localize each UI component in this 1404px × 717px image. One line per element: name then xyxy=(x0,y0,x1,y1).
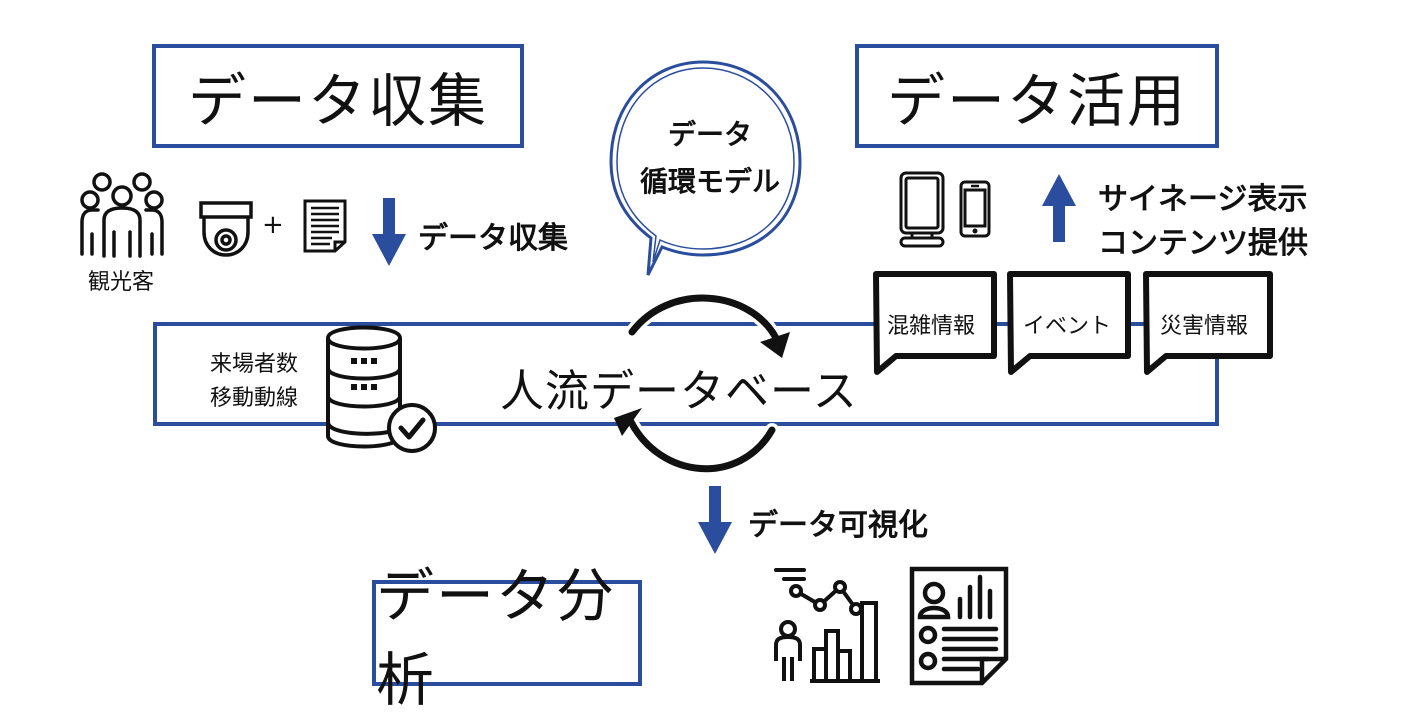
content-provision-label: コンテンツ提供 xyxy=(1098,226,1308,261)
data-collection-arrow-label: データ収集 xyxy=(418,221,568,256)
smartphone-icon xyxy=(959,180,991,238)
title-box-data-utilization: データ活用 xyxy=(855,44,1219,148)
data-visualization-arrow-label: データ可視化 xyxy=(748,508,928,543)
info-bubble-disaster-shape xyxy=(1143,271,1273,375)
analytics-chart-icon xyxy=(774,568,880,683)
info-bubble-event-shape xyxy=(1007,271,1131,375)
info-bubble-event-label: イベント xyxy=(1023,314,1112,339)
cycle-arrows-icon xyxy=(614,291,790,476)
arrow-down-icon xyxy=(372,198,406,266)
people-group-icon xyxy=(80,172,164,258)
movement-path-label: 移動動線 xyxy=(210,386,299,411)
cycle-model-label-line1: データ xyxy=(668,118,753,151)
title-data-collection: データ収集 xyxy=(187,67,488,135)
dome-camera-icon xyxy=(199,201,253,257)
arrow-down-icon xyxy=(698,486,732,554)
info-bubble-congestion-shape xyxy=(873,271,997,375)
info-bubble-disaster-label: 災害情報 xyxy=(1160,314,1249,339)
database-check-icon xyxy=(326,325,437,453)
title-box-data-analysis: データ分析 xyxy=(372,562,642,714)
signage-display-icon xyxy=(899,171,945,248)
title-data-utilization: データ活用 xyxy=(886,67,1187,135)
document-icon xyxy=(303,199,347,253)
plus-sign: + xyxy=(262,210,284,240)
title-data-analysis: データ分析 xyxy=(376,562,617,714)
title-box-data-collection: データ収集 xyxy=(152,44,524,148)
info-bubble-congestion-label: 混雑情報 xyxy=(887,314,976,339)
signage-display-label: サイネージ表示 xyxy=(1098,182,1308,217)
report-document-icon xyxy=(909,566,1009,686)
people-flow-database-title: 人流データベース xyxy=(500,366,858,417)
arrow-up-icon xyxy=(1042,174,1076,242)
visitor-count-label: 来場者数 xyxy=(210,352,299,377)
tourists-label: 観光客 xyxy=(88,270,155,295)
cycle-model-label-line2: 循環モデル xyxy=(640,165,781,198)
